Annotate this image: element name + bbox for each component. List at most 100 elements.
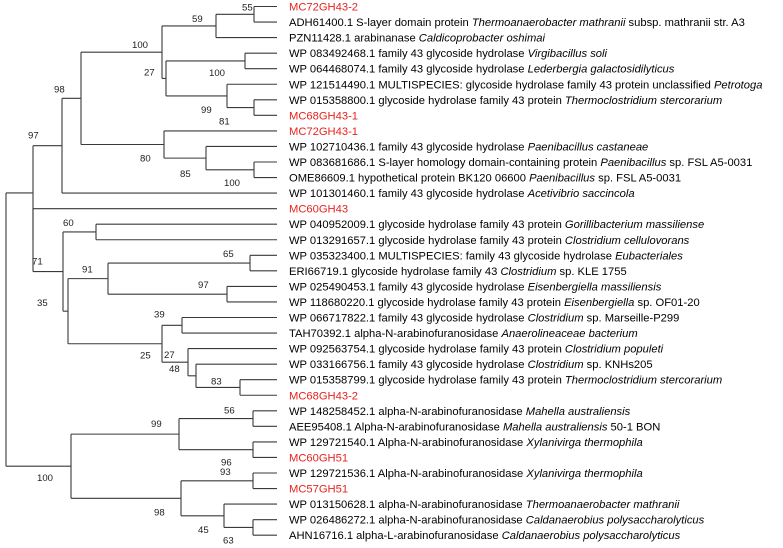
leaf-species-text: Caldanaerobius polysaccharolyticus [502,530,681,542]
leaf-accession-text: OME86609.1 hypothetical protein BK120 06… [289,173,529,185]
leaf-label-L11: OME86609.1 hypothetical protein BK120 06… [289,173,681,185]
leaf-label-L6: WP 015358800.1 glycoside hydrolase famil… [289,95,722,107]
leaf-accession-text: ERI66719.1 glycoside hydrolase family 43 [289,266,500,278]
leaf-label-L33: WP 026486272.1 alpha-N-arabinofuranosida… [289,515,705,527]
leaf-label-L22: WP 092563754.1 glycoside hydrolase famil… [289,344,664,356]
leaf-species-text: Mahella australiensis [503,421,608,433]
leaf-species-text: Caldicoprobacter oshimai [419,33,546,45]
leaf-label-L15: WP 013291657.1 glycoside hydrolase famil… [289,235,690,247]
leaf-strain-text: sp. OF01-20 [634,297,699,309]
leaf-label-L28: WP 129721540.1 Alpha-N-arabinofuranosida… [289,437,643,449]
leaf-label-L25: MC68GH43-2 [289,390,358,402]
leaf-species-text: Xylanivirga thermophila [525,437,642,449]
leaf-label-L8: MC72GH43-1 [289,126,358,138]
leaf-accession-text: WP 083492468.1 family 43 glycoside hydro… [289,48,528,60]
leaf-strain-text: subsp. mathranii str. A3 [625,17,744,29]
leaf-label-L3: WP 083492468.1 family 43 glycoside hydro… [289,48,608,60]
leaf-label-L1: ADH61400.1 S-layer domain protein Thermo… [289,17,745,29]
leaf-label-L5: WP 121514490.1 MULTISPECIES: glycoside h… [289,79,762,91]
leaf-accession-text: WP 025490453.1 family 43 glycoside hydro… [289,281,528,293]
leaf-species-text: Xylanivirga thermophila [525,468,642,480]
leaf-accession-text: WP 064468074.1 family 43 glycoside hydro… [289,64,528,76]
bootstrap-m1: 60 [63,218,74,229]
leaf-label-L21: TAH70392.1 alpha-N-arabinofuranosidase A… [289,328,638,340]
leaf-species-text: Lederbergia galactosidilyticus [528,64,675,76]
leaf-label-L12: WP 101301460.1 family 43 glycoside hydro… [289,188,635,200]
bootstrap-n12: 97 [28,131,39,142]
leaf-label-L9: WP 102710436.1 family 43 glycoside hydro… [289,141,648,153]
leaf-accession-text: WP 040952009.1 glycoside hydrolase famil… [289,219,565,231]
bootstrap-p2: 96 [221,458,232,469]
leaf-species-text: Clostridium [528,359,584,371]
bootstrap-p7: 98 [154,507,165,518]
leaf-accession-text: WP 101301460.1 family 43 glycoside hydro… [289,188,528,200]
bootstrap-p5: 63 [223,535,234,546]
bootstrap-p8: 100 [37,473,53,484]
bootstrap-m10: 35 [37,298,48,309]
leaf-label-L32: WP 013150628.1 alpha-N-arabinofuranosida… [289,499,680,511]
bootstrap-m11: 71 [32,257,43,268]
bootstrap-n8: 100 [224,178,240,189]
leaf-strain-text: sp. KLE 1755 [556,266,626,278]
leaf-accession-text: AHN16716.1 alpha-L-arabinofuranosidase [289,530,502,542]
leaf-label-L24: WP 015358799.1 glycoside hydrolase famil… [289,375,722,387]
leaf-accession-text: MC60GH43 [289,204,348,216]
leaf-species-text: Thermoclostridium stercorarium [565,375,722,387]
leaf-label-L16: WP 035323400.1 MULTISPECIES: family 43 g… [289,250,683,262]
leaf-strain-text: 50-1 BON [607,421,660,433]
leaf-accession-text: MC57GH51 [289,484,348,496]
leaf-species-text: Mahella australiensis [526,406,631,418]
bootstrap-n11: 98 [54,84,65,95]
leaf-species-text: Acetivibrio saccincola [527,188,635,200]
leaf-accession-text: AEE95408.1 Alpha-N-arabinofuranosidase [289,421,503,433]
bootstrap-n2: 59 [192,14,203,25]
leaf-accession-text: WP 013291657.1 glycoside hydrolase famil… [289,235,565,247]
bootstrap-m2: 65 [223,249,234,260]
leaf-accession-text: WP 092563754.1 glycoside hydrolase famil… [289,344,565,356]
leaf-species-text: Gorillibacterium massiliense [565,219,704,231]
bootstrap-m7: 27 [164,350,175,361]
leaf-label-L13: MC60GH43 [289,204,348,216]
leaf-label-L31: MC57GH51 [289,484,348,496]
leaf-accession-text: MC68GH43-1 [289,110,358,122]
leaf-accession-text: WP 129721540.1 Alpha-N-arabinofuranosida… [289,437,526,449]
leaf-strain-text: sp. Marseille-P299 [584,313,680,325]
bootstrap-n5: 27 [144,67,155,78]
leaf-accession-text: WP 015358799.1 glycoside hydrolase famil… [289,375,565,387]
bootstrap-n7: 99 [201,105,212,116]
bootstrap-m4: 91 [82,265,93,276]
bootstrap-n4: 100 [209,68,225,79]
leaf-accession-text: WP 013150628.1 alpha-N-arabinofuranosida… [289,499,526,511]
leaf-label-L26: WP 148258452.1 alpha-N-arabinofuranosida… [289,406,631,418]
leaf-accession-text: WP 121514490.1 MULTISPECIES: glycoside h… [289,79,714,91]
leaf-accession-text: TAH70392.1 alpha-N-arabinofuranosidase [289,328,502,340]
leaf-species-text: Paenibacillus [600,157,666,169]
bootstrap-p4: 93 [220,467,231,478]
leaf-accession-text: WP 102710436.1 family 43 glycoside hydro… [289,141,528,153]
bootstrap-p3: 99 [151,419,162,430]
leaf-label-L14: WP 040952009.1 glycoside hydrolase famil… [289,219,704,231]
leaf-label-L17: ERI66719.1 glycoside hydrolase family 43… [289,266,627,278]
leaf-label-L0: MC72GH43-2 [289,2,358,14]
bootstrap-n9: 85 [180,169,191,180]
leaf-label-L27: AEE95408.1 Alpha-N-arabinofuranosidase M… [289,421,660,433]
bootstrap-values: 5559100819927100100858098976065979183482… [28,2,253,546]
bootstrap-n10: 80 [140,154,151,165]
leaf-species-text: Eisenbergiella [564,297,634,309]
leaf-label-L20: WP 066717822.1 family 43 glycoside hydro… [289,313,679,325]
leaf-label-L4: WP 064468074.1 family 43 glycoside hydro… [289,64,675,76]
leaf-species-text: Clostridium [528,313,584,325]
bootstrap-m9: 25 [140,351,151,362]
leaf-species-text: Thermoanaerobacter mathranii [526,499,680,511]
leaf-species-text: Virgibacillus soli [528,48,608,60]
leaf-accession-text: MC72GH43-2 [289,2,358,14]
bootstrap-m8: 39 [154,309,165,320]
leaf-accession-text: PZN11428.1 arabinanase [289,33,419,45]
leaf-species-text: Eubacteriales [615,250,683,262]
leaf-accession-text: WP 026486272.1 alpha-N-arabinofuranosida… [289,515,526,527]
leaf-species-text: Thermoclostridium stercorarium [565,95,722,107]
bootstrap-n1: 55 [242,2,253,13]
bootstrap-p6: 45 [198,525,209,536]
leaf-accession-text: MC68GH43-2 [289,390,358,402]
